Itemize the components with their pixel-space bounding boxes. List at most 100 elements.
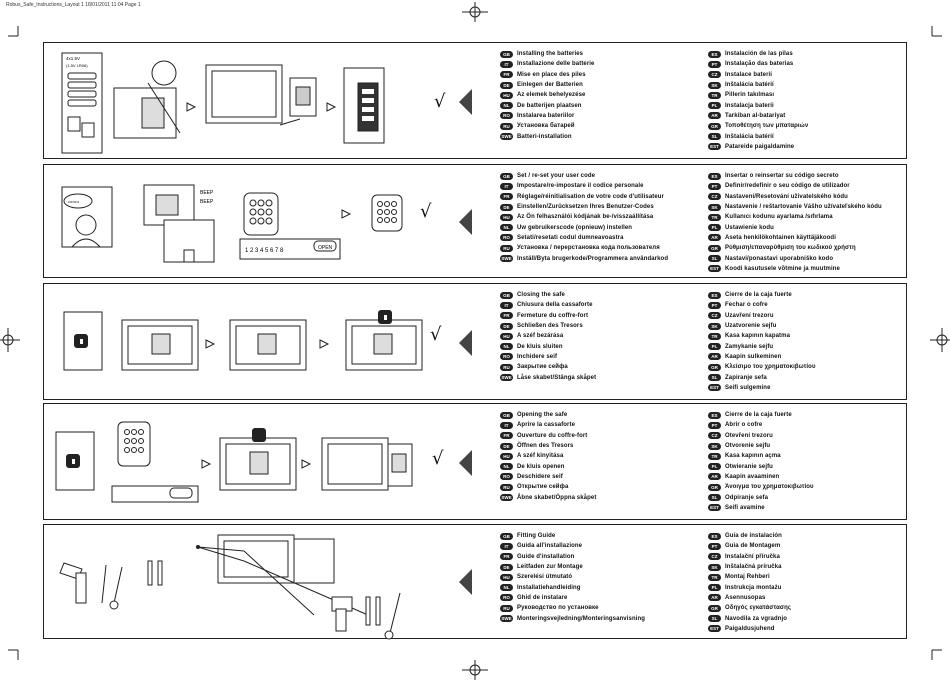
language-code-badge: IT <box>500 421 513 429</box>
svg-text:BEEP: BEEP <box>200 190 214 196</box>
instruction-title: Låse skabet/Stänga skåpet <box>517 374 597 381</box>
instruction-title: Inštalácia batérií <box>725 133 774 140</box>
language-code-badge: AR <box>708 473 721 481</box>
language-code-badge: GR <box>708 244 721 252</box>
language-code-badge: HU <box>500 452 513 460</box>
language-code-badge: NL <box>500 224 513 232</box>
checkmark: √ <box>420 201 432 222</box>
instruction-title: A széf kinyitása <box>517 453 564 460</box>
instruction-title: A széf bezárása <box>517 333 564 340</box>
language-code-badge: IT <box>500 60 513 68</box>
opening-illustration <box>55 421 413 503</box>
language-code-badge: EST <box>708 384 721 392</box>
instruction-title: Cierre de la caja fuerte <box>725 412 792 419</box>
language-code-badge: SK <box>708 203 721 211</box>
instruction-title: Batteri-installation <box>517 133 572 140</box>
instruction-title: Otevření trezoru <box>725 432 773 439</box>
instruction-title: Instalación de las pilas <box>725 51 793 58</box>
instruction-title: Deschidere seif <box>517 473 563 480</box>
triangle-marker <box>459 209 472 235</box>
language-row: GR Ρύθμιση/επαναρύθμιση του κωδικού χρήστ… <box>708 243 882 253</box>
batteries-illustration: 4x1.5V (1.5V LR06) <box>61 52 385 154</box>
instruction-title: Monteringsvejledning/Monteringsanvisning <box>517 615 646 622</box>
language-code-badge: SWE <box>500 255 513 263</box>
language-code-badge: PT <box>708 301 721 309</box>
instruction-title: Kasa kapının açma <box>725 453 781 460</box>
language-code-badge: CZ <box>708 432 721 440</box>
language-code-badge: SWE <box>500 615 513 623</box>
language-code-badge: SWE <box>500 133 513 141</box>
instruction-title: Inštalačná príručka <box>725 564 782 571</box>
language-code-badge: NL <box>500 584 513 592</box>
instruction-title: Ρύθμιση/επαναρύθμιση του κωδικού χρήστη <box>725 245 856 252</box>
language-code-badge: TR <box>708 452 721 460</box>
instruction-title: Установка батарей <box>517 123 575 130</box>
language-code-badge: HU <box>500 213 513 221</box>
language-code-badge: ES <box>708 532 721 540</box>
language-code-badge: RO <box>500 112 513 120</box>
language-code-badge: GB <box>500 411 513 419</box>
svg-text:1 2 3 4 5 6 7 8: 1 2 3 4 5 6 7 8 <box>245 248 284 254</box>
instruction-title: Τοποθέτηση των μπαταριών <box>725 123 809 130</box>
instruction-title: Aseta henkilökohtainen käyttäjäkoodi <box>725 234 836 241</box>
instruction-title: Κλείσιμο του χρηματοκιβωτίου <box>725 364 816 371</box>
language-row: RO Instalarea bateriilor <box>500 111 595 121</box>
instruction-title: Uzavření trezoru <box>725 312 774 319</box>
instruction-title: Οδηγός εγκατάστασης <box>725 605 792 612</box>
instruction-title: Instrukcja montażu <box>725 584 782 591</box>
language-code-badge: DE <box>500 563 513 571</box>
language-row: AR Asennusopas <box>708 593 791 603</box>
instruction-title: Abrir o cofre <box>725 422 763 429</box>
instruction-title: Réglage/réinitialisation de votre code d… <box>517 193 664 200</box>
instruction-title: Asennusopas <box>725 594 766 601</box>
instruction-title: De batterijen plaatsen <box>517 102 582 109</box>
checkmark: √ <box>430 324 442 345</box>
language-code-badge: AR <box>708 594 721 602</box>
language-code-badge: FR <box>500 71 513 79</box>
instruction-title: Impostare/re-impostare il codice persona… <box>517 183 644 190</box>
language-code-badge: SL <box>708 494 721 502</box>
instruction-title: Cierre de la caja fuerte <box>725 292 792 299</box>
instruction-title: Kullanıcı kodunu ayarlama /sıfırlama <box>725 214 833 221</box>
language-code-badge: GR <box>708 483 721 491</box>
language-code-badge: HU <box>500 332 513 340</box>
instruction-title: Zamykanie sejfu <box>725 343 774 350</box>
instruction-title: Instalacja baterii <box>725 102 774 109</box>
language-code-badge: PT <box>708 542 721 550</box>
instruction-title: Instalarea bateriilor <box>517 112 575 119</box>
